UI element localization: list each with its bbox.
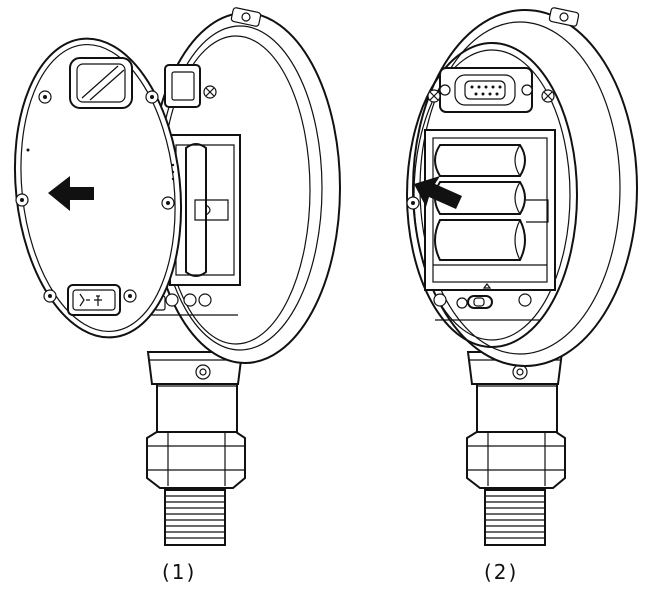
neck-collar-1 — [146, 351, 244, 385]
arrow-left-icon — [48, 176, 94, 211]
hex-nut-2 — [466, 429, 566, 489]
stem-1 — [156, 379, 238, 433]
battery-icon — [434, 144, 526, 177]
back-cover-1 — [13, 37, 183, 339]
stem-2 — [476, 379, 558, 433]
usb-icon — [79, 293, 90, 307]
thread-fitting-2 — [484, 489, 546, 546]
arrow-diagonal-icon — [414, 176, 462, 209]
battery-compartment-2 — [424, 129, 556, 291]
caption-panel-2: (2) — [484, 560, 519, 584]
gauge-1 — [13, 7, 341, 546]
hex-nut-1 — [146, 429, 246, 489]
caption-panel-1: (1) — [162, 560, 197, 584]
bottom-screws-2 — [433, 283, 540, 321]
gauge-2 — [406, 7, 638, 546]
battery-icon — [185, 143, 207, 277]
bottom-screws-1 — [150, 293, 238, 316]
connector-1 — [164, 64, 217, 108]
thread-fitting-1 — [164, 489, 226, 546]
connector-2 — [427, 67, 555, 113]
